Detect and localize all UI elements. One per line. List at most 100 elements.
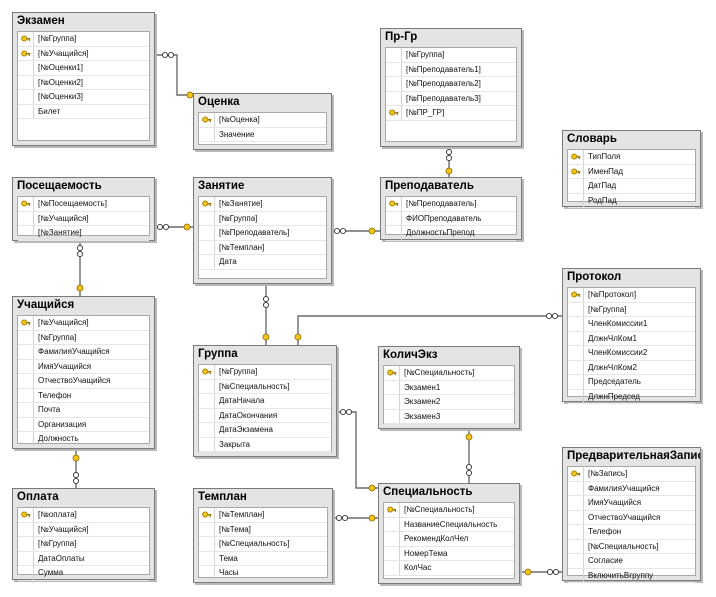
field-row[interactable]: [№Посещаемость] [18, 197, 149, 212]
field-row[interactable]: [№оплата] [18, 508, 149, 523]
field-row[interactable]: Сумма [18, 566, 149, 581]
field-row[interactable]: Экзамен2 [384, 395, 514, 410]
row-selector [18, 403, 34, 417]
field-row[interactable]: ДатаЭкзамена [199, 423, 331, 438]
field-row[interactable]: Председатель [568, 375, 695, 390]
field-row[interactable]: ЧленКомиссии2 [568, 346, 695, 361]
field-row[interactable]: ДатаОкончания [199, 408, 331, 423]
field-row[interactable]: Закрыта [199, 437, 331, 452]
field-row[interactable]: НазваниеСпециальность [384, 517, 514, 532]
table-oplata[interactable]: Оплата[№оплата][№Учащийся][№Группа]ДатаО… [12, 488, 155, 581]
field-row[interactable]: Значение [199, 127, 326, 142]
field-row[interactable]: ДлжнЧлКом1 [568, 331, 695, 346]
field-row[interactable]: [№Группа] [18, 330, 149, 345]
table-zanyatie[interactable]: Занятие[№Занятие][№Группа][№Преподавател… [193, 177, 332, 284]
table-gruppa[interactable]: Группа[№Группа][№Специальность]ДатаНачал… [193, 345, 337, 457]
field-row[interactable]: ДатаНачала [199, 394, 331, 409]
field-row[interactable]: ИмяУчащийся [18, 359, 149, 374]
field-row[interactable]: ТипПоля [568, 150, 695, 165]
field-row[interactable]: РодПад [568, 193, 695, 208]
table-ocenka[interactable]: Оценка[№Оценка]Значение [193, 93, 332, 150]
field-row[interactable]: [№ПР_ГР] [386, 106, 516, 121]
field-row[interactable]: [№Занятие] [199, 197, 326, 212]
field-row[interactable]: [№Учащийся] [18, 211, 149, 226]
field-row[interactable]: ФИОПреподаватель [386, 211, 516, 226]
field-row[interactable]: [№Группа] [386, 48, 516, 63]
field-row[interactable]: Телефон [18, 388, 149, 403]
field-row[interactable]: [№Группа] [18, 32, 149, 47]
field-row[interactable]: [№Темплан] [199, 240, 326, 255]
field-row[interactable]: [№Учащийся] [18, 522, 149, 537]
field-row[interactable]: ДлжнЧлКом2 [568, 360, 695, 375]
table-ekzamen[interactable]: Экзамен[№Группа][№Учащийся][№Оценки1][№О… [12, 12, 155, 146]
field-row[interactable]: [№Группа] [568, 302, 695, 317]
row-selector [199, 211, 215, 225]
field-row[interactable]: ЧленКомиссии1 [568, 317, 695, 332]
field-row[interactable]: Телефон [568, 525, 695, 540]
table-predvaritelnaya-zapis[interactable]: ПредварительнаяЗапись[№Запись]ФамилияУча… [562, 447, 701, 583]
field-row[interactable]: ДлжнПредсед [568, 389, 695, 404]
field-name: ДатаЭкзамена [219, 425, 273, 434]
field-row[interactable]: [№Специальность] [384, 366, 514, 381]
field-row[interactable]: ФамилияУчащийся [18, 345, 149, 360]
field-row[interactable]: [№Специальность] [568, 539, 695, 554]
table-pr-gr[interactable]: Пр-Гр[№Группа][№Преподаватель1][№Препода… [380, 28, 522, 147]
table-poseshchaemost[interactable]: Посещаемость[№Посещаемость][№Учащийся][№… [12, 177, 155, 241]
field-row[interactable]: КолЧас [384, 561, 514, 576]
field-row[interactable]: [№Специальность] [199, 379, 331, 394]
field-row[interactable]: Дата [199, 255, 326, 270]
field-row[interactable]: РекомендКолЧел [384, 532, 514, 547]
field-row[interactable]: Организация [18, 417, 149, 432]
field-row[interactable]: ИменПад [568, 164, 695, 179]
field-list: [№Занятие][№Группа][№Преподаватель][№Тем… [198, 196, 327, 279]
field-row[interactable]: [№Учащийся] [18, 316, 149, 331]
field-row[interactable]: [№Протокол] [568, 288, 695, 303]
table-specialnost[interactable]: Специальность[№Специальность]НазваниеСпе… [378, 483, 520, 584]
row-selector [568, 346, 584, 360]
field-row[interactable]: Тема [199, 551, 327, 566]
field-row[interactable]: [№Запись] [568, 467, 695, 482]
field-row[interactable]: ИмяУчащийся [568, 496, 695, 511]
field-row[interactable]: ВключитьВгруппу [568, 568, 695, 583]
field-row[interactable]: [№Преподаватель] [386, 197, 516, 212]
field-row[interactable]: Билет [18, 104, 149, 119]
field-row[interactable]: [№Оценки3] [18, 90, 149, 105]
field-row[interactable]: Почта [18, 403, 149, 418]
field-row[interactable]: [№Преподаватель2] [386, 77, 516, 92]
field-row[interactable]: ДатаОплаты [18, 551, 149, 566]
field-row[interactable]: НомерТема [384, 546, 514, 561]
field-row[interactable]: [№Преподаватель3] [386, 91, 516, 106]
field-row[interactable]: [№Тема] [199, 522, 327, 537]
row-selector [199, 551, 215, 565]
field-row[interactable]: Экзамен3 [384, 409, 514, 424]
field-row[interactable]: [№Занятие] [18, 226, 149, 241]
field-row[interactable]: Согласие [568, 554, 695, 569]
field-row[interactable]: [№Оценки1] [18, 61, 149, 76]
field-row[interactable]: ОтчествоУчащийся [568, 510, 695, 525]
field-row[interactable]: [№Преподаватель1] [386, 62, 516, 77]
field-row[interactable]: [№Группа] [199, 365, 331, 380]
field-row[interactable]: Должность [18, 432, 149, 447]
field-row[interactable]: [№Группа] [199, 211, 326, 226]
table-uchashchiysya[interactable]: Учащийся[№Учащийся][№Группа]ФамилияУчащи… [12, 296, 155, 449]
field-row[interactable]: ОтчествоУчащийся [18, 374, 149, 389]
field-row[interactable]: Часы [199, 566, 327, 581]
field-row[interactable]: [№Специальность] [384, 503, 514, 518]
field-name: ИмяУчащийся [38, 361, 92, 371]
field-row[interactable]: [№Специальность] [199, 537, 327, 552]
field-row[interactable]: ДатПад [568, 179, 695, 194]
field-row[interactable]: [№Оценки2] [18, 75, 149, 90]
table-prepodavatel[interactable]: Преподаватель[№Преподаватель]ФИОПреподав… [380, 177, 522, 241]
field-row[interactable]: [№Оценка] [199, 113, 326, 128]
field-row[interactable]: [№Преподаватель] [199, 226, 326, 241]
table-protokol[interactable]: Протокол[№Протокол][№Группа]ЧленКомиссии… [562, 268, 701, 404]
table-templan[interactable]: Темплан[№Темплан][№Тема][№Специальность]… [193, 488, 333, 583]
field-row[interactable]: ФамилияУчащийся [568, 481, 695, 496]
field-row[interactable]: [№Темплан] [199, 508, 327, 523]
field-row[interactable]: [№Учащийся] [18, 46, 149, 61]
field-row[interactable]: [№Группа] [18, 537, 149, 552]
field-row[interactable]: Экзамен1 [384, 380, 514, 395]
field-row[interactable]: ДолжностьПрепод [386, 226, 516, 241]
